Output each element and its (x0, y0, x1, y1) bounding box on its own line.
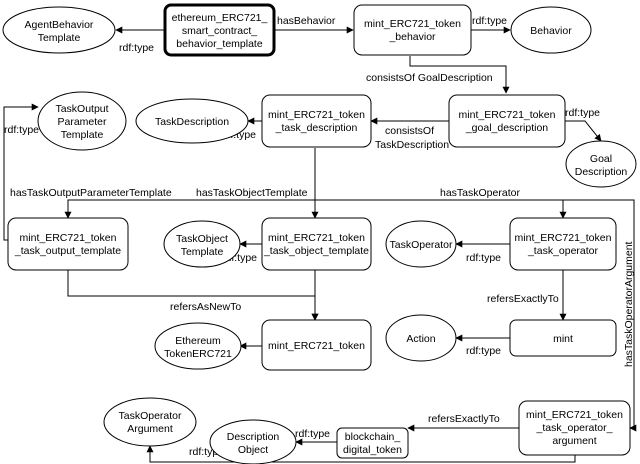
node-description-object-class: Description Object (209, 419, 297, 464)
label-has-output-template: hasTaskOutputParameterTemplate (10, 187, 172, 199)
edge-rdf-type-output-template (3, 103, 39, 241)
label-has-behavior: hasBehavior (277, 15, 336, 27)
label-rdf-type-behavior: rdf:type (472, 15, 507, 27)
label-has-object-template: hasTaskObjectTemplate (196, 187, 308, 199)
node-task-output-parameter-template-class-line1: TaskOutput (55, 103, 108, 115)
node-task-operator-class-line1: TaskOperator (389, 239, 453, 251)
label-refers-as-new-to: refersAsNewTo (170, 301, 241, 313)
label-rdf-type-description-object: rdf:type (295, 428, 330, 440)
node-action-class: Action (385, 314, 457, 362)
node-ethereum-template-line2: smart_contract_ (182, 25, 257, 37)
node-mint-behavior: mint_ERC721_token _behavior (353, 4, 472, 56)
edge-consists-of-goal (409, 56, 510, 94)
node-task-object-template-line1: mint_ERC721_token (268, 232, 365, 244)
node-ethereum-template-line1: ethereum_ERC721_ (172, 12, 268, 24)
node-blockchain-digital-token-line1: blockchain_ (345, 431, 401, 443)
node-task-operator-argument-class: TaskOperator Argument (103, 397, 197, 447)
label-consists-of-goal: consistsOf GoalDescription (366, 72, 493, 84)
label-has-task-operator-argument: hasTaskOperatorArgument (623, 241, 635, 367)
node-task-operator-argument-class-line2: Argument (127, 423, 173, 435)
node-task-output-parameter-template-class-line3: Template (61, 129, 104, 141)
node-task-description: mint_ERC721_token _task_description (261, 94, 372, 148)
label-rdf-type-action: rdf:type (466, 345, 501, 357)
node-agent-behavior-template: AgentBehavior Template (2, 6, 116, 54)
edge-rdf-type-goal (565, 120, 602, 142)
node-task-object-template-class-line2: Template (181, 246, 224, 258)
node-task-output-parameter-template-class: TaskOutput Parameter Template (37, 91, 127, 151)
node-agent-behavior-template-line1: AgentBehavior (25, 19, 94, 31)
node-behavior: Behavior (510, 6, 592, 54)
node-task-description-class-line1: TaskDescription (155, 116, 229, 128)
edge-has-task-operator (315, 199, 567, 219)
node-mint-erc721-token-line1: mint_ERC721_token (268, 340, 365, 352)
node-mint: mint (509, 319, 617, 357)
node-mint-erc721-token: mint_ERC721_token (261, 319, 372, 371)
label-argument-refers-exactly-to: refersExactlyTo (428, 413, 500, 425)
node-task-output-template-line2: _task_output_template (14, 245, 121, 257)
node-ethereum-token-class-line1: Ethereum (175, 335, 221, 347)
label-rdf-type-output-parameter: rdf:type (4, 124, 39, 136)
node-goal-description-line1: mint_ERC721_token (459, 109, 556, 121)
node-behavior-line1: Behavior (530, 25, 572, 37)
node-task-description-class: TaskDescription (135, 98, 249, 144)
node-ethereum-token-class: Ethereum TokenERC721 (154, 322, 242, 370)
nodes: ethereum_ERC721_ smart_contract_ behavio… (2, 3, 637, 464)
node-description-object-class-line1: Description (227, 431, 280, 443)
label-operator-refers-exactly-to: refersExactlyTo (487, 293, 559, 305)
node-description-object-class-line2: Object (238, 444, 268, 456)
label-consists-of-task-line2: TaskDescription (375, 139, 449, 151)
edge-rdf-type-operator-argument (146, 445, 576, 463)
node-task-operator-argument-class-line1: TaskOperator (118, 410, 182, 422)
label-has-task-operator: hasTaskOperator (440, 187, 520, 199)
node-task-operator-line2: _task_operator (527, 245, 599, 257)
node-goal-description: mint_ERC721_token _goal_description (448, 94, 566, 148)
node-task-operator: mint_ERC721_token _task_operator (509, 217, 617, 271)
node-blockchain-digital-token: blockchain_ digital_token (336, 427, 409, 459)
node-mint-behavior-line2: _behavior (388, 31, 436, 43)
node-task-operator-argument-line3: argument (552, 435, 596, 447)
node-agent-behavior-template-line2: Template (38, 32, 81, 44)
node-task-output-parameter-template-class-line2: Parameter (57, 116, 107, 128)
label-rdf-type-task-operator: rdf:type (466, 252, 501, 264)
node-mint-behavior-line1: mint_ERC721_token (364, 18, 461, 30)
label-rdf-type-agent-behavior: rdf:type (119, 42, 154, 54)
node-blockchain-digital-token-line2: digital_token (343, 444, 402, 456)
node-mint-line1: mint (553, 333, 573, 345)
edges (3, 26, 637, 463)
node-goal-description-class: Goal Description (565, 140, 637, 188)
node-ethereum-token-class-line2: TokenERC721 (164, 348, 232, 360)
edge-labels: rdf:type hasBehavior rdf:type consistsOf… (4, 15, 635, 458)
node-task-object-template-class: TaskObject Template (163, 220, 241, 268)
node-task-output-template: mint_ERC721_token _task_output_template (7, 217, 129, 271)
edge-has-task-operator-argument (563, 199, 637, 432)
label-rdf-type-goal: rdf:type (565, 107, 600, 119)
node-goal-description-class-line2: Description (575, 166, 628, 178)
node-task-operator-argument-line2: _task_operator_ (536, 422, 613, 434)
label-consists-of-task-line1: consistsOf (385, 125, 434, 137)
node-action-class-line1: Action (406, 333, 435, 345)
node-task-output-template-line1: mint_ERC721_token (20, 232, 117, 244)
node-goal-description-class-line1: Goal (590, 153, 612, 165)
node-ethereum-template-line3: behavior_template (176, 38, 263, 50)
node-task-operator-line1: mint_ERC721_token (515, 232, 612, 244)
node-task-object-template-line2: _task_object_template (263, 245, 369, 257)
node-task-object-template-class-line1: TaskObject (176, 233, 228, 245)
node-task-operator-argument: mint_ERC721_token _task_operator_ argume… (518, 400, 631, 456)
node-task-operator-class: TaskOperator (385, 220, 457, 268)
node-task-object-template: mint_ERC721_token _task_object_template (261, 217, 372, 271)
node-task-description-line2: _task_description (275, 122, 358, 134)
node-ethereum-template: ethereum_ERC721_ smart_contract_ behavio… (163, 3, 276, 57)
node-task-operator-argument-line1: mint_ERC721_token (526, 409, 623, 421)
node-goal-description-line2: _goal_description (465, 122, 548, 134)
edge-has-output-template (64, 148, 316, 219)
node-task-description-line1: mint_ERC721_token (268, 109, 365, 121)
